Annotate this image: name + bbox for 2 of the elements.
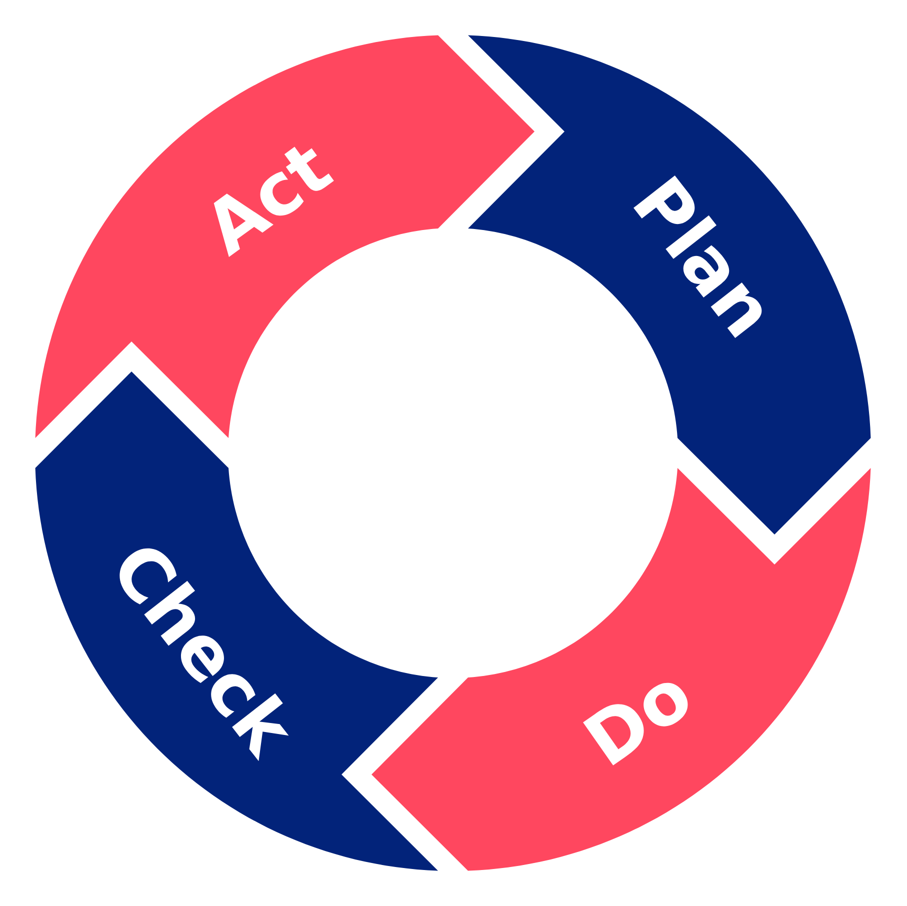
ring-segment: Do <box>372 468 871 871</box>
ring-segment: Act <box>35 35 534 438</box>
